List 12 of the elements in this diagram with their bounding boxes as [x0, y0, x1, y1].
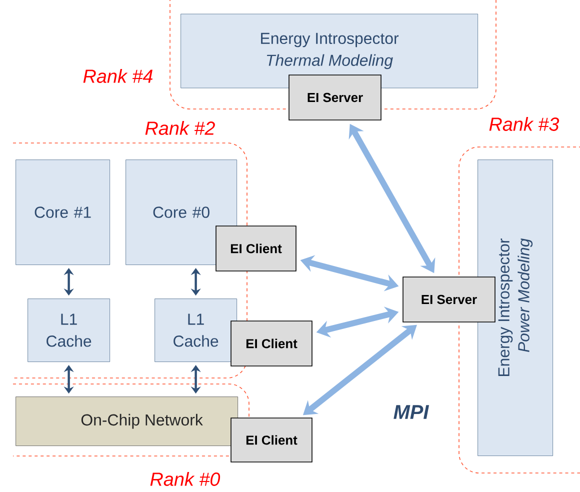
- process-box: EI Server: [288, 74, 382, 120]
- process-box: EI Server: [402, 276, 496, 322]
- model-box: Energy Introspector Power Modeling: [478, 160, 553, 456]
- component-box: L1 Cache: [154, 298, 237, 362]
- protocol-label: MPI: [394, 405, 430, 419]
- process-box: EI Client: [230, 320, 312, 366]
- process-box: EI Client: [216, 226, 296, 272]
- process-box: EI Client: [230, 418, 312, 462]
- component-box: L1 Cache: [28, 298, 110, 362]
- component-box: On-Chip Network: [16, 396, 238, 446]
- model-box: Energy Introspector Thermal Modeling: [180, 14, 478, 88]
- component-box: Core #1: [16, 160, 110, 265]
